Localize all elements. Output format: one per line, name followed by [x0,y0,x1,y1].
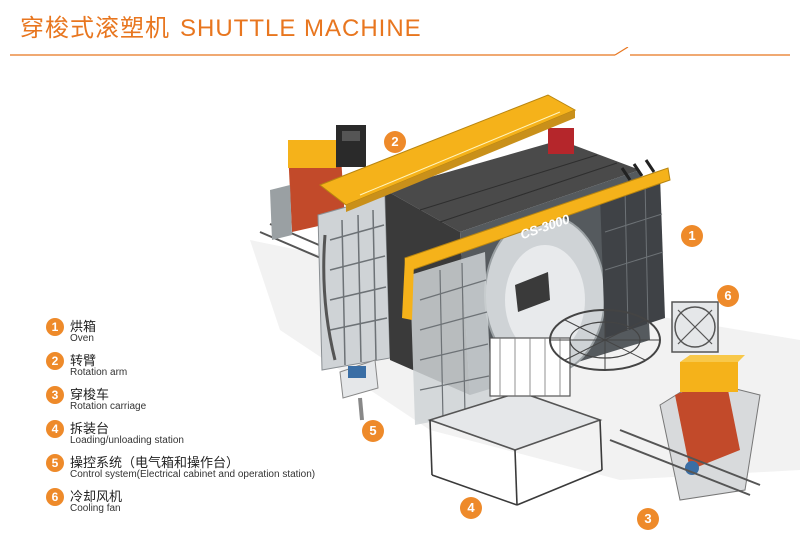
callout-cooling-fan: 6 [717,285,739,307]
legend-item-control-system: 5 操控系统（电气箱和操作台） Control system(Electrica… [46,452,376,486]
legend: 1 烘箱 Oven 2 转臂 Rotation arm 3 穿梭车 Rotati… [46,316,376,520]
legend-label-zh: 穿梭车 [70,388,110,403]
legend-item-cooling-fan: 6 冷却风机 Cooling fan [46,486,376,520]
legend-label-en: Oven [70,333,94,344]
left-end-frame [317,195,391,371]
legend-number-badge: 1 [46,318,64,336]
title-english: SHUTTLE MACHINE [180,15,422,42]
legend-number-badge: 2 [46,352,64,370]
legend-label-en: Rotation arm [70,367,128,378]
legend-label-en: Rotation carriage [70,401,147,412]
legend-number-badge: 4 [46,420,64,438]
title-chinese: 穿梭式滚塑机 [20,14,170,42]
legend-label-zh: 烘箱 [70,320,97,335]
machine-illustration: CS-3000 [250,94,800,506]
callout-rotation-arm: 2 [384,131,406,153]
legend-label-zh: 转臂 [70,354,97,369]
legend-label-en: Cooling fan [70,503,121,514]
yellow-gantry-arm [318,94,671,320]
header-divider [10,47,790,56]
control-console [339,359,379,421]
callout-oven: 1 [681,225,703,247]
oven-right-door [600,175,665,338]
legend-number-badge: 5 [46,454,64,472]
legend-item-loading-station: 4 拆装台 Loading/unloading station [46,418,376,452]
page-title: 穿梭式滚塑机 SHUTTLE MACHINE [20,8,422,43]
legend-label-zh: 操控系统（电气箱和操作台） [70,456,240,471]
legend-label-zh: 拆装台 [70,422,110,437]
legend-label-en: Loading/unloading station [70,435,184,446]
left-mold-oven-unit [270,140,345,240]
callout-rotation-carriage: 3 [637,508,659,530]
legend-item-oven: 1 烘箱 Oven [46,316,376,350]
legend-number-badge: 6 [46,488,64,506]
right-rail [609,429,761,496]
front-oven-frame [410,252,492,425]
legend-item-rotation-arm: 2 转臂 Rotation arm [46,350,376,384]
legend-label-en: Control system(Electrical cabinet and op… [70,469,316,480]
loading-unloading-station [427,337,603,506]
legend-item-rotation-carriage: 3 穿梭车 Rotation carriage [46,384,376,418]
legend-number-badge: 3 [46,386,64,404]
rotation-wheel [549,309,661,371]
legend-label-zh: 冷却风机 [70,490,123,505]
rotation-arm-motor [336,125,366,167]
cooling-fan [671,301,719,353]
callout-loading-station: 4 [460,497,482,519]
callout-control-system: 5 [362,420,384,442]
